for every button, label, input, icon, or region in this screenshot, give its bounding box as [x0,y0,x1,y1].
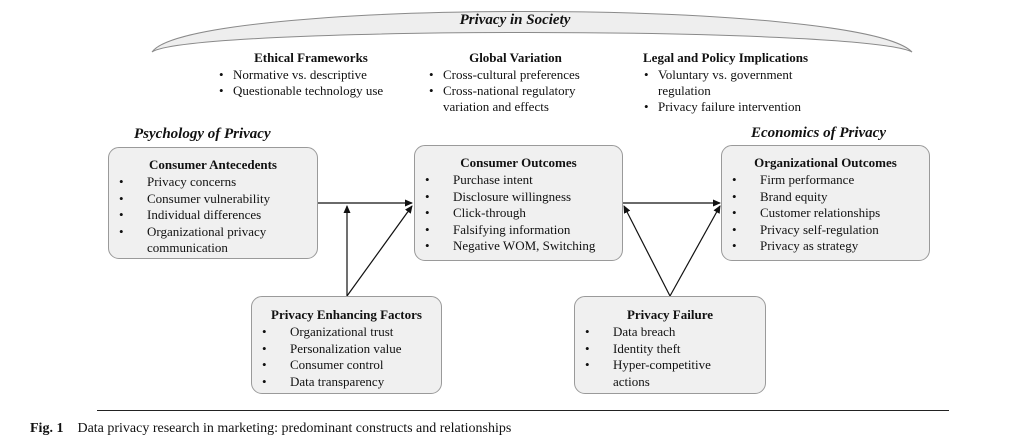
box-list: Privacy concerns Consumer vulnerability … [109,174,317,256]
list-item: Disclosure willingness [415,189,622,206]
box-heading: Organizational Outcomes [754,155,897,170]
society-title: Privacy in Society [459,12,571,28]
figure-caption: Fig. 1 Data privacy research in marketin… [30,421,511,437]
list-item: Privacy as strategy [722,238,929,255]
list-item: Privacy concerns [109,174,317,191]
theme-global-variation: Global Variation Cross-cultural preferen… [428,50,633,115]
theme-item: Questionable technology use [218,83,418,99]
theme-list: Cross-cultural preferences Cross-nationa… [428,67,633,115]
theme-item: Normative vs. descriptive [218,67,418,83]
organizational-outcomes-box: Organizational Outcomes Firm performance… [721,145,930,261]
theme-ethical-frameworks: Ethical Frameworks Normative vs. descrip… [218,50,418,99]
arrow-enhancing-to-outcomes [346,205,413,297]
consumer-outcomes-box: Consumer Outcomes Purchase intent Disclo… [414,145,623,261]
list-item: Consumer control [252,357,441,374]
arrow-failure-to-organizational [669,205,721,297]
theme-list: Normative vs. descriptive Questionable t… [218,67,418,99]
list-item: Purchase intent [415,172,622,189]
theme-item: Voluntary vs. government regulation [643,67,818,99]
list-item: Firm performance [722,172,929,189]
theme-heading: Ethical Frameworks [254,50,368,65]
box-list: Organizational trust Personalization val… [252,324,441,390]
box-list: Firm performance Brand equity Customer r… [722,172,929,254]
caption-label: Fig. 1 [30,421,64,436]
list-item: Falsifying information [415,222,622,239]
theme-item: Privacy failure intervention [643,99,843,115]
consumer-antecedents-box: Consumer Antecedents Privacy concerns Co… [108,147,318,259]
list-item: Consumer vulnerability [109,191,317,208]
list-item: Click-through [415,205,622,222]
box-heading: Consumer Outcomes [460,155,577,170]
caption-text: Data privacy research in marketing: pred… [77,421,512,436]
box-heading: Privacy Enhancing Factors [271,307,422,322]
theme-item: Cross-national regulatory variation and … [428,83,618,115]
theme-heading: Global Variation [469,50,562,65]
privacy-failure-box: Privacy Failure Data breach Identity the… [574,296,766,394]
list-item: Data breach [575,324,765,341]
box-heading: Privacy Failure [626,307,714,322]
list-item: Customer relationships [722,205,929,222]
list-item: Brand equity [722,189,929,206]
privacy-enhancing-factors-box: Privacy Enhancing Factors Organizational… [251,296,442,394]
list-item: Identity theft [575,341,765,358]
caption-gap [67,421,74,436]
theme-item: Cross-cultural preferences [428,67,633,83]
box-list: Data breach Identity theft Hyper-competi… [575,324,765,390]
theme-list: Voluntary vs. government regulation Priv… [643,67,843,115]
arrow-failure-to-outcomes [623,205,671,297]
theme-heading: Legal and Policy Implications [643,50,809,65]
society-arc-band [151,11,913,53]
economics-title: Economics of Privacy [751,125,886,141]
list-item: Negative WOM, Switching [415,238,622,255]
box-heading: Consumer Antecedents [149,157,277,172]
list-item: Organizational trust [252,324,441,341]
list-item: Data transparency [252,374,441,391]
list-item: Individual differences [109,207,317,224]
list-item: Organizational privacy communication [109,224,317,257]
psychology-title: Psychology of Privacy [134,126,271,142]
list-item: Privacy self-regulation [722,222,929,239]
list-item: Hyper-competitive actions [575,357,765,390]
caption-rule [97,410,949,411]
theme-legal-policy: Legal and Policy Implications Voluntary … [643,50,843,115]
box-list: Purchase intent Disclosure willingness C… [415,172,622,254]
list-item: Personalization value [252,341,441,358]
